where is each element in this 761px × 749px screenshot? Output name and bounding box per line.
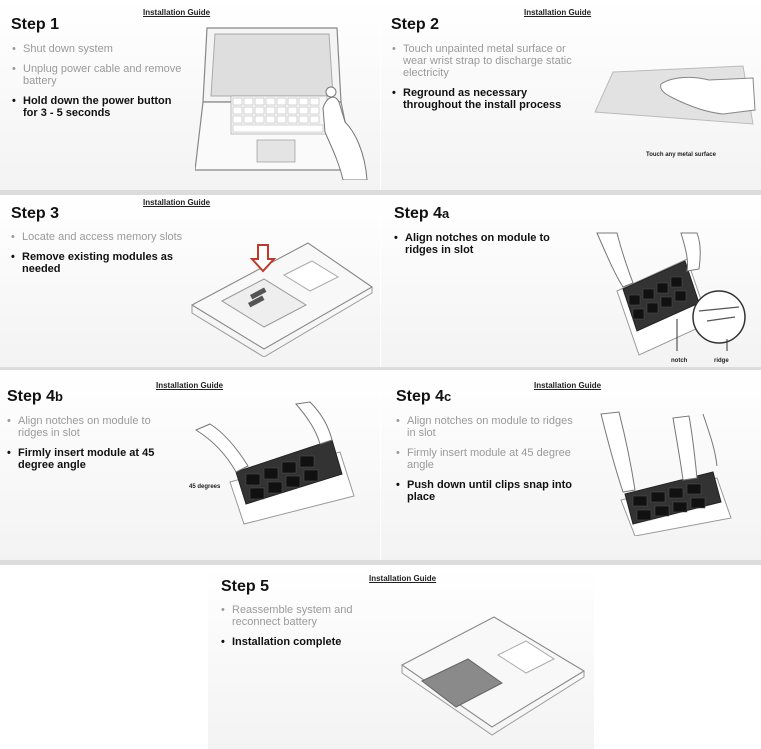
step-5-title-text: Step 5 [221, 578, 270, 595]
step-2-item-1: Touch unpainted metal surface or wear wr… [392, 43, 577, 79]
step-4b-list: Align notches on module to ridges in slo… [7, 415, 182, 479]
step-4a-title: Step 4a [394, 205, 449, 223]
step-2-title: Step 2 [391, 16, 439, 34]
laptop-underside-illustration [190, 242, 374, 357]
step-4c-item-1: Align notches on module to ridges in slo… [396, 415, 576, 439]
step-4c-title: Step 4c [396, 388, 451, 406]
step-4a-list: Align notches on module to ridges in slo… [394, 232, 579, 264]
step-3-title-text: Step 3 [11, 205, 60, 222]
module-insert-illustration [194, 401, 355, 525]
step-5-item-1: Reassemble system and reconnect battery [221, 604, 391, 628]
step-4b-panel: Step 4b Installation Guide Align notches… [0, 370, 380, 560]
step-1-item-1: Shut down system [12, 43, 187, 55]
step-4c-item-3: Push down until clips snap into place [396, 479, 576, 503]
step-4b-item-2: Firmly insert module at 45 degree angle [7, 447, 182, 471]
step-5-guide-label: Installation Guide [369, 574, 437, 583]
step-3-panel: Step 3 Installation Guide Locate and acc… [0, 195, 380, 367]
step-1-item-3: Hold down the power button for 3 - 5 sec… [12, 95, 187, 119]
step-5-item-2: Installation complete [221, 636, 391, 648]
metal-surface-illustration [594, 65, 756, 125]
step-4a-caption-ridge: ridge [714, 358, 729, 364]
step-2-caption: Touch any metal surface [646, 152, 716, 158]
step-3-item-2: Remove existing modules as needed [11, 251, 206, 275]
laptop-closed-illustration [400, 616, 586, 736]
step-4b-title-suffix: b [55, 389, 63, 404]
step-3-item-1: Locate and access memory slots [11, 231, 206, 243]
step-5-panel: Step 5 Installation Guide Reassemble sys… [208, 565, 594, 749]
step-1-panel: Step 1 Installation Guide Shut down syst… [0, 0, 380, 190]
step-3-title: Step 3 [11, 205, 59, 223]
step-5-list: Reassemble system and reconnect battery … [221, 604, 391, 656]
step-2-list: Touch unpainted metal surface or wear wr… [392, 43, 577, 119]
row-divider-1 [0, 190, 761, 195]
step-4a-caption-notch: notch [671, 358, 688, 364]
step-1-guide-label: Installation Guide [143, 8, 211, 17]
row-divider-3 [0, 560, 761, 565]
step-2-item-2: Reground as necessary throughout the ins… [392, 87, 577, 111]
step-5-title: Step 5 [221, 578, 269, 596]
step-4c-item-2: Firmly insert module at 45 degree angle [396, 447, 576, 471]
step-3-list: Locate and access memory slots Remove ex… [11, 231, 206, 283]
module-push-illustration [600, 411, 732, 536]
step-4b-title-text: Step 4 [7, 388, 56, 405]
step-4c-title-text: Step 4 [396, 388, 445, 405]
step-1-list: Shut down system Unplug power cable and … [12, 43, 187, 127]
step-4b-guide-label: Installation Guide [156, 381, 224, 390]
step-4a-title-text: Step 4 [394, 205, 443, 222]
step-4b-item-1: Align notches on module to ridges in slo… [7, 415, 182, 439]
step-4b-title: Step 4b [7, 388, 63, 406]
module-align-illustration [596, 232, 746, 356]
step-4c-list: Align notches on module to ridges in slo… [396, 415, 576, 511]
step-1-item-2: Unplug power cable and remove battery [12, 63, 187, 87]
row-divider-2 [0, 367, 761, 370]
step-1-title-text: Step 1 [11, 16, 60, 33]
step-4c-title-suffix: c [444, 389, 452, 404]
step-4a-item-1: Align notches on module to ridges in slo… [394, 232, 579, 256]
step-4a-title-suffix: a [442, 206, 450, 221]
step-4b-caption-angle: 45 degrees [189, 484, 221, 490]
step-2-guide-label: Installation Guide [524, 8, 592, 17]
step-4a-panel: Step 4a Align notches on module to ridge… [381, 195, 761, 367]
step-1-title: Step 1 [11, 16, 59, 34]
step-4c-guide-label: Installation Guide [534, 381, 602, 390]
step-2-title-text: Step 2 [391, 16, 440, 33]
laptop-power-illustration [195, 27, 368, 180]
step-2-panel: Step 2 Installation Guide Touch unpainte… [381, 0, 761, 190]
step-4c-panel: Step 4c Installation Guide Align notches… [381, 370, 761, 560]
step-3-guide-label: Installation Guide [143, 198, 211, 207]
